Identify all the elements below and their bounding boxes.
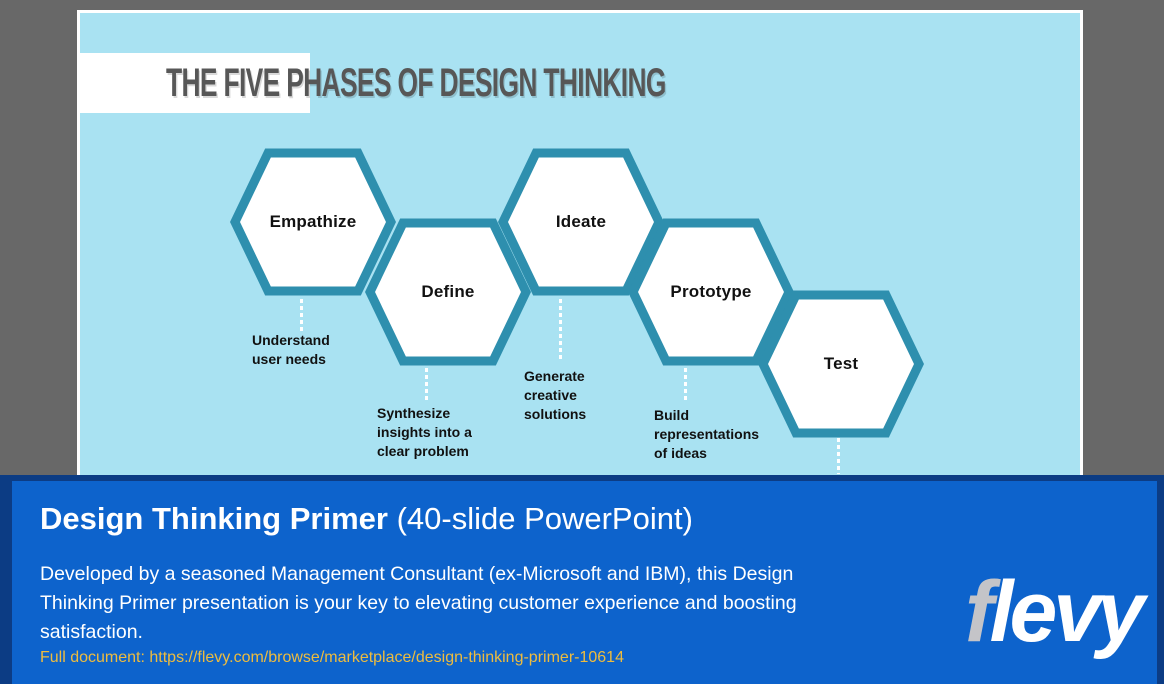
dotted-connector <box>684 368 687 401</box>
hexagon-shape-icon <box>230 148 396 296</box>
flevy-logo-levy: levy <box>989 564 1145 660</box>
slide-canvas: THE FIVE PHASES OF DESIGN THINKING Empat… <box>80 13 1080 477</box>
flevy-logo: flevy <box>965 569 1145 655</box>
hexagon-shape-icon <box>365 218 531 366</box>
hexagon-shape-icon <box>758 290 924 438</box>
title-highlight-band <box>80 53 310 113</box>
slide-preview: THE FIVE PHASES OF DESIGN THINKING Empat… <box>77 10 1083 477</box>
hexagon-define: Define <box>365 217 531 367</box>
phase-label: Define <box>421 282 475 301</box>
phase-label: Empathize <box>269 212 357 231</box>
hexagon-shape-icon <box>628 218 794 366</box>
phase-label: Ideate <box>555 212 607 231</box>
phase-description: Generate creative solutions <box>524 368 587 422</box>
hexagon-prototype: Prototype <box>628 217 794 367</box>
document-description: Developed by a seasoned Management Consu… <box>40 563 797 643</box>
hexagon-ideate: Ideate <box>498 147 664 297</box>
document-title-name: Design Thinking Primer <box>40 501 388 536</box>
phase-label: Test <box>823 354 859 373</box>
slide-title: THE FIVE PHASES OF DESIGN THINKING <box>166 61 666 105</box>
dotted-connector <box>425 368 428 401</box>
dotted-connector <box>559 299 562 361</box>
document-banner: Design Thinking Primer (40-slide PowerPo… <box>0 475 1164 684</box>
document-title-format: (40-slide PowerPoint) <box>387 501 693 536</box>
full-document-link[interactable]: Full document: https://flevy.com/browse/… <box>40 649 624 666</box>
phase-label: Prototype <box>670 282 752 301</box>
dotted-connector <box>300 299 303 332</box>
phase-description: Understand user needs <box>252 332 330 367</box>
dotted-connector <box>837 438 840 474</box>
flevy-logo-f: f <box>964 564 994 660</box>
document-title: Design Thinking Primer (40-slide PowerPo… <box>40 498 693 540</box>
phase-description: Build representations of ideas <box>654 407 760 461</box>
document-banner-panel: Design Thinking Primer (40-slide PowerPo… <box>12 481 1157 684</box>
hexagon-test: Test <box>758 289 924 439</box>
hexagon-empathize: Empathize <box>230 147 396 297</box>
hexagon-shape-icon <box>498 148 664 296</box>
phase-description: Synthesize insights into a clear problem <box>377 405 472 459</box>
